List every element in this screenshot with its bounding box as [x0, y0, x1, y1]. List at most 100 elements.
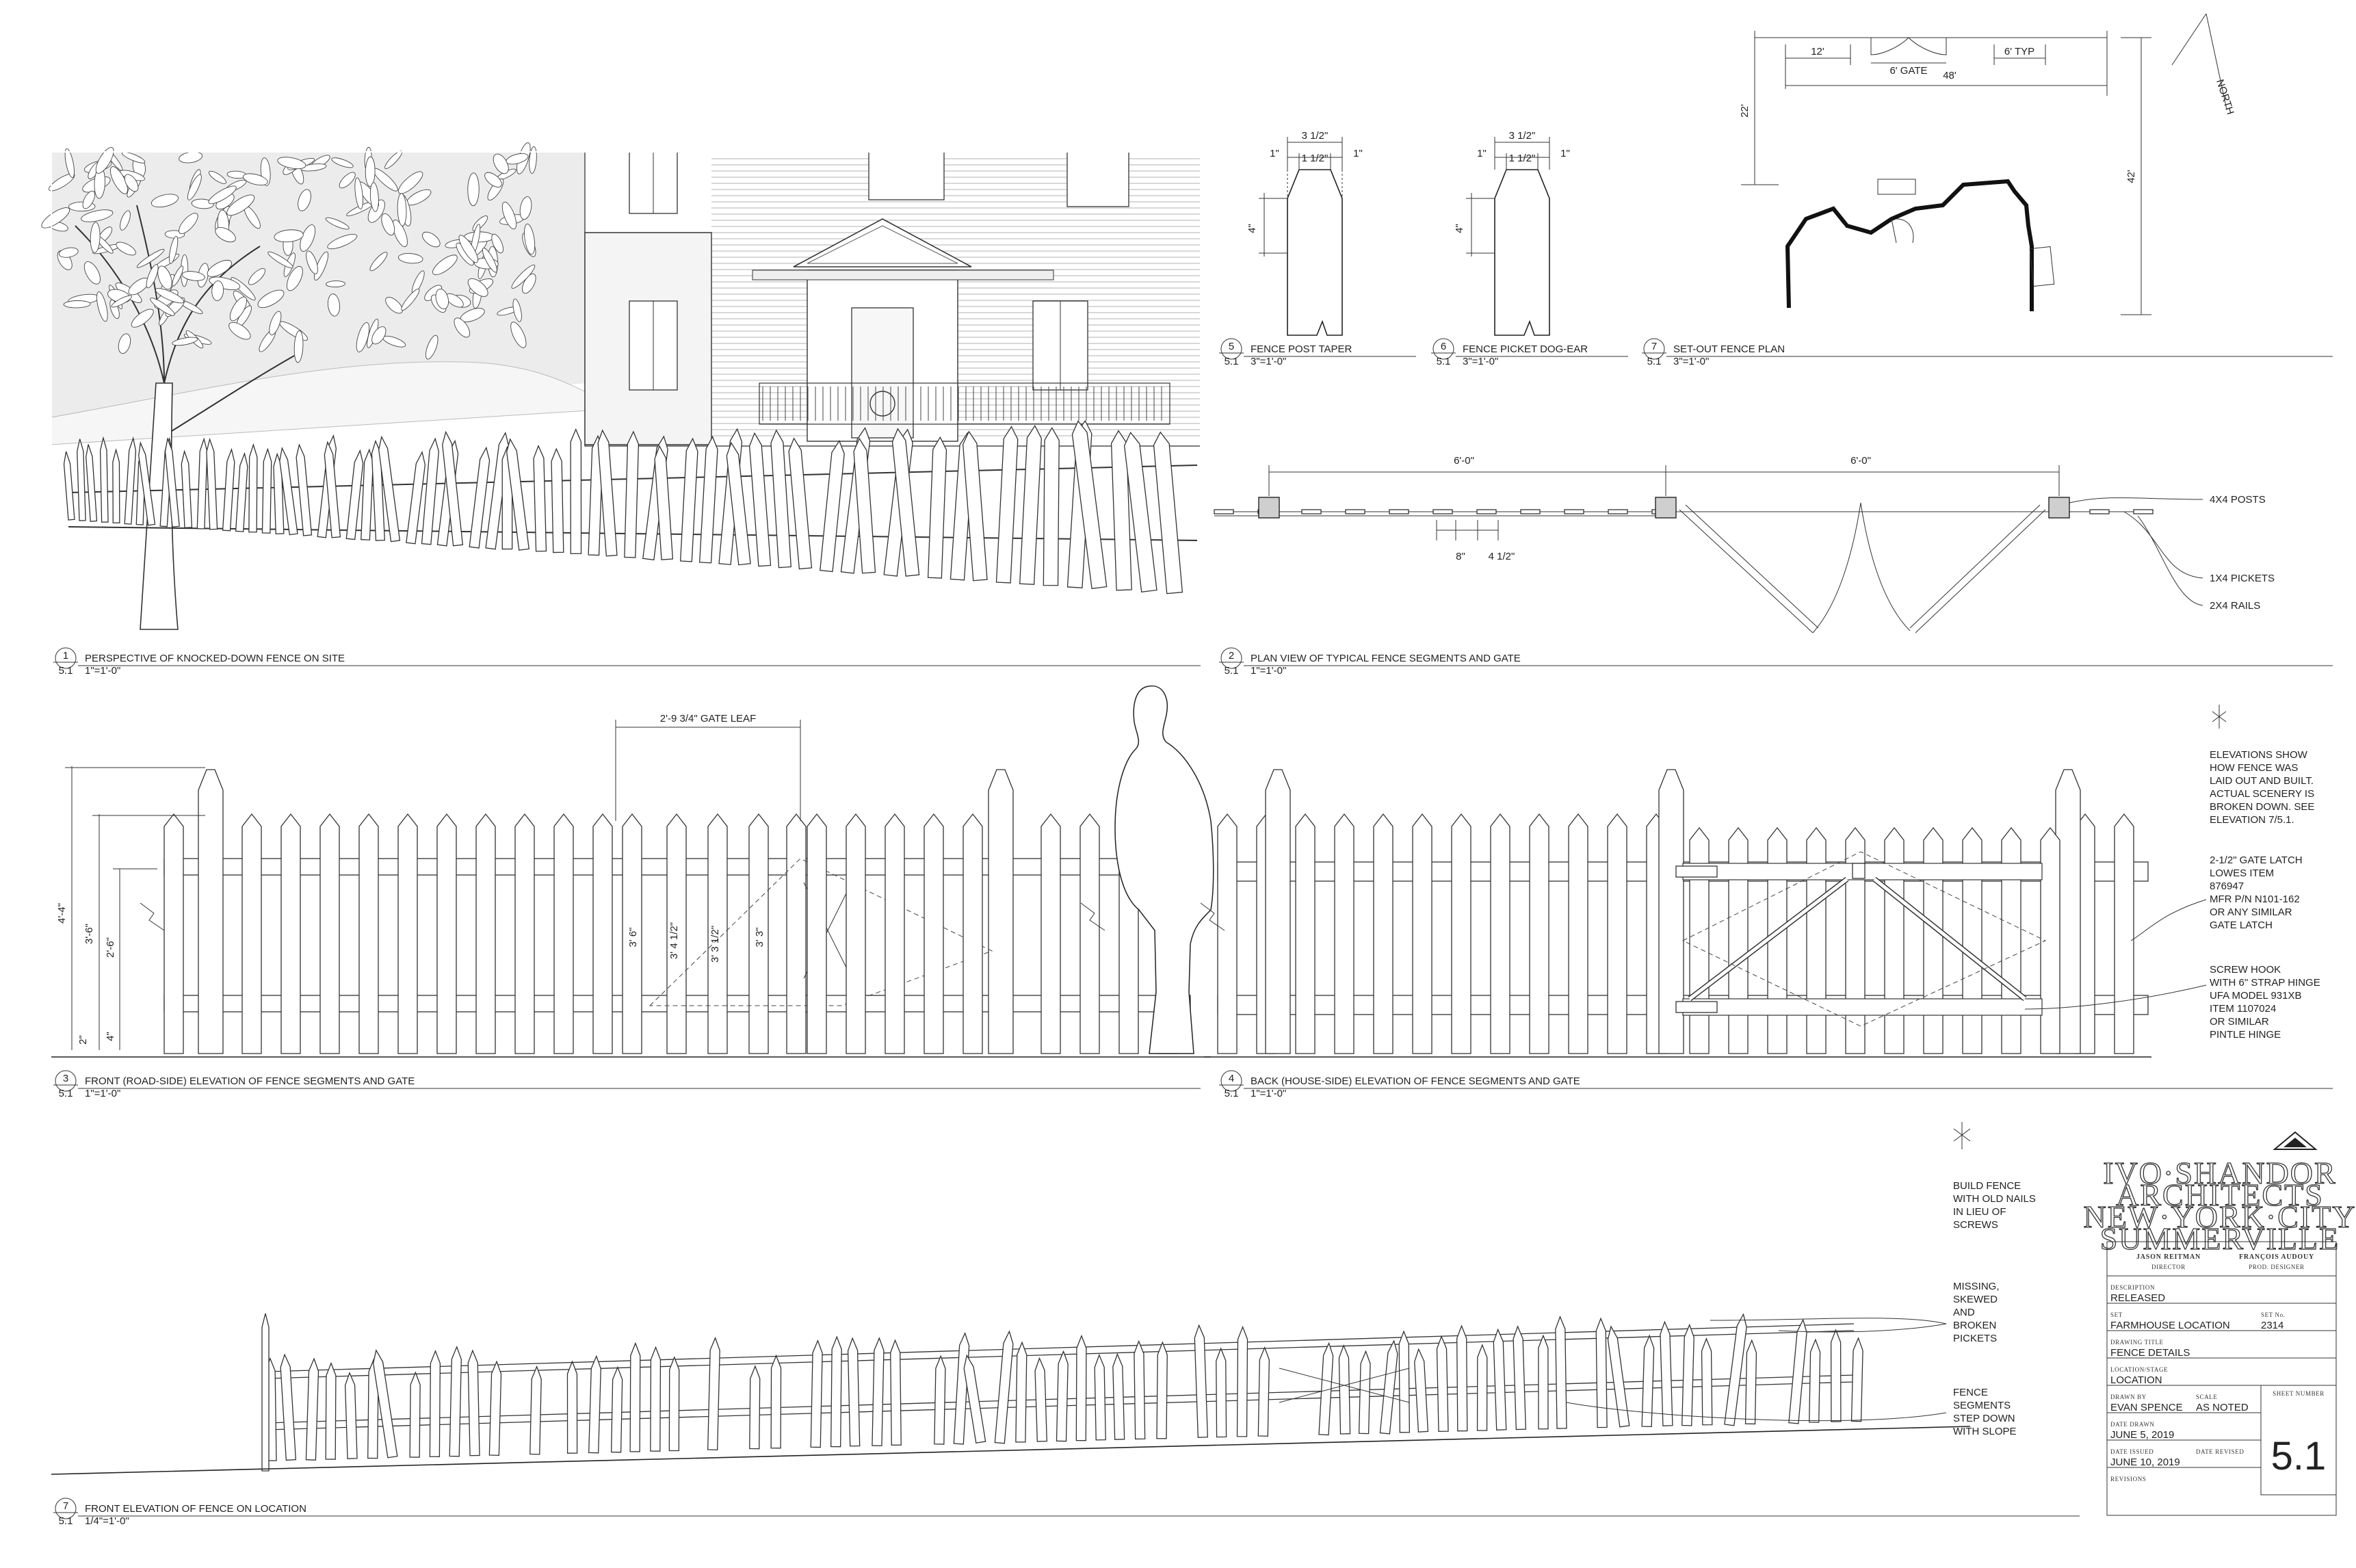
svg-text:3' 4 1/2": 3' 4 1/2"	[668, 922, 680, 959]
svg-text:MISSING,: MISSING,	[1953, 1281, 2000, 1292]
svg-text:42': 42'	[2125, 170, 2137, 183]
svg-text:3 1/2": 3 1/2"	[1509, 130, 1536, 142]
svg-text:GATE LATCH: GATE LATCH	[2210, 919, 2273, 931]
svg-text:FRONT ELEVATION OF FENCE ON LO: FRONT ELEVATION OF FENCE ON LOCATION	[85, 1503, 306, 1515]
svg-text:3 1/2": 3 1/2"	[1302, 130, 1328, 142]
svg-text:1X4 PICKETS: 1X4 PICKETS	[2210, 573, 2275, 584]
detail-post-taper: 3 1/2" 1" 1 1/2" 1" 4"	[1246, 130, 1363, 336]
svg-text:WITH SLOPE: WITH SLOPE	[1953, 1426, 2017, 1437]
svg-text:7: 7	[1651, 341, 1657, 352]
svg-text:SET-OUT FENCE PLAN: SET-OUT FENCE PLAN	[1673, 343, 1785, 355]
svg-text:FENCE DETAILS: FENCE DETAILS	[2110, 1347, 2190, 1359]
svg-text:3' 3 1/2": 3' 3 1/2"	[709, 926, 721, 963]
svg-text:1 1/2": 1 1/2"	[1509, 153, 1536, 164]
svg-text:ELEVATIONS SHOW: ELEVATIONS SHOW	[2210, 749, 2308, 761]
svg-text:PERSPECTIVE OF KNOCKED-DOWN FE: PERSPECTIVE OF KNOCKED-DOWN FENCE ON SIT…	[85, 653, 345, 664]
svg-text:2: 2	[1229, 650, 1234, 662]
svg-text:12': 12'	[1811, 46, 1824, 57]
svg-text:OR SIMILAR: OR SIMILAR	[2210, 1016, 2269, 1028]
svg-text:PROD. DESIGNER: PROD. DESIGNER	[2249, 1264, 2304, 1270]
svg-text:1"=1'-0": 1"=1'-0"	[1251, 1088, 1286, 1099]
tree-illustration	[41, 142, 537, 630]
svg-text:22': 22'	[1739, 104, 1751, 118]
svg-text:DIRECTOR: DIRECTOR	[2151, 1264, 2186, 1270]
svg-text:BACK (HOUSE-SIDE) ELEVATION OF: BACK (HOUSE-SIDE) ELEVATION OF FENCE SEG…	[1251, 1075, 1580, 1087]
svg-text:ITEM 1107024: ITEM 1107024	[2210, 1003, 2276, 1015]
caption-drawing-1: 1 5.1 PERSPECTIVE OF KNOCKED-DOWN FENCE …	[53, 647, 1201, 677]
svg-text:4 1/2": 4 1/2"	[1489, 551, 1515, 562]
svg-text:1 1/2": 1 1/2"	[1302, 153, 1328, 164]
svg-text:LAID OUT AND BUILT.: LAID OUT AND BUILT.	[2210, 775, 2314, 787]
human-scale-figure	[1114, 685, 1214, 1054]
svg-text:SCALE: SCALE	[2196, 1394, 2218, 1400]
svg-text:1": 1"	[1353, 148, 1363, 159]
svg-text:FENCE PICKET DOG-EAR: FENCE PICKET DOG-EAR	[1463, 343, 1588, 355]
svg-text:5.1: 5.1	[2271, 1434, 2327, 1478]
front-elevation-fence: 2'-9 3/4" GATE LEAF 4'-4" 3'-6" 2'-6" 4"…	[51, 685, 1214, 1058]
svg-text:SCREW HOOK: SCREW HOOK	[2210, 964, 2281, 976]
svg-text:4: 4	[1229, 1073, 1234, 1084]
svg-text:PLAN VIEW OF TYPICAL FENCE SEG: PLAN VIEW OF TYPICAL FENCE SEGMENTS AND …	[1251, 653, 1521, 664]
svg-text:IVO·SHANDOR: IVO·SHANDOR	[2103, 1155, 2336, 1190]
north-arrow-icon-2	[1953, 1122, 1971, 1149]
svg-text:SCREWS: SCREWS	[1953, 1219, 1998, 1231]
broken-fence-illustration	[63, 419, 1198, 594]
svg-text:5.1: 5.1	[59, 665, 73, 677]
svg-text:SKEWED: SKEWED	[1953, 1294, 1998, 1305]
svg-text:LOWES ITEM: LOWES ITEM	[2210, 867, 2274, 879]
svg-text:OR ANY SIMILAR: OR ANY SIMILAR	[2210, 906, 2292, 918]
svg-text:SEGMENTS: SEGMENTS	[1953, 1400, 2011, 1411]
svg-text:8": 8"	[1456, 551, 1465, 562]
svg-text:5.1: 5.1	[1225, 356, 1239, 367]
svg-text:1": 1"	[1560, 148, 1570, 159]
caption-drawing-3: 3 5.1 FRONT (ROAD-SIDE) ELEVATION OF FEN…	[53, 1070, 1201, 1099]
svg-text:NEW·YORK·CITY: NEW·YORK·CITY	[2083, 1199, 2356, 1234]
svg-text:5.1: 5.1	[1437, 356, 1451, 367]
svg-text:5.1: 5.1	[1225, 1088, 1239, 1099]
svg-text:3' 6": 3' 6"	[627, 927, 639, 947]
svg-text:1"=1'-0": 1"=1'-0"	[1251, 665, 1286, 677]
svg-text:JUNE 10, 2019: JUNE 10, 2019	[2110, 1456, 2180, 1468]
svg-text:4": 4"	[105, 1032, 116, 1041]
svg-text:JUNE 5, 2019: JUNE 5, 2019	[2110, 1429, 2174, 1441]
svg-text:6'-0": 6'-0"	[1850, 455, 1871, 467]
caption-drawing-5: 5 5.1 FENCE POST TAPER 3"=1'-0"	[1219, 338, 1416, 367]
svg-text:FARMHOUSE LOCATION: FARMHOUSE LOCATION	[2110, 1320, 2230, 1331]
svg-text:FRONT (ROAD-SIDE) ELEVATION OF: FRONT (ROAD-SIDE) ELEVATION OF FENCE SEG…	[85, 1075, 415, 1087]
detail-picket-dog-ear: 3 1/2" 1" 1 1/2" 1" 4"	[1454, 130, 1570, 336]
svg-text:1": 1"	[1477, 148, 1487, 159]
svg-text:4'-4": 4'-4"	[56, 903, 68, 924]
svg-text:BUILD FENCE: BUILD FENCE	[1953, 1180, 2021, 1192]
svg-text:5.1: 5.1	[1225, 665, 1239, 677]
title-block: IVO·SHANDOR ARCHITECTS NEW·YORK·CITY SUM…	[2083, 1131, 2356, 1516]
svg-text:DRAWN BY: DRAWN BY	[2110, 1394, 2147, 1400]
svg-text:5.1: 5.1	[59, 1088, 73, 1099]
svg-text:5: 5	[1229, 341, 1234, 352]
svg-text:FENCE POST TAPER: FENCE POST TAPER	[1251, 343, 1352, 355]
svg-text:IN LIEU OF: IN LIEU OF	[1953, 1206, 2006, 1218]
back-elevation-fence	[1200, 769, 2207, 1058]
svg-text:2'-9 3/4" GATE LEAF: 2'-9 3/4" GATE LEAF	[660, 713, 756, 724]
svg-text:PINTLE HINGE: PINTLE HINGE	[2210, 1029, 2281, 1041]
drawing-captions: 1 5.1 PERSPECTIVE OF KNOCKED-DOWN FENCE …	[53, 338, 2333, 1527]
svg-text:4": 4"	[1246, 224, 1258, 233]
svg-text:BROKEN: BROKEN	[1953, 1320, 1996, 1331]
svg-text:4X4 POSTS: 4X4 POSTS	[2210, 494, 2266, 506]
svg-text:SET No.: SET No.	[2261, 1311, 2286, 1318]
svg-text:2": 2"	[77, 1035, 89, 1045]
caption-drawing-4: 4 5.1 BACK (HOUSE-SIDE) ELEVATION OF FEN…	[1219, 1070, 2333, 1099]
svg-text:2-1/2" GATE LATCH: 2-1/2" GATE LATCH	[2210, 854, 2303, 866]
svg-text:1/4"=1'-0": 1/4"=1'-0"	[85, 1515, 129, 1527]
svg-text:MFR P/N N101-162: MFR P/N N101-162	[2210, 893, 2300, 905]
svg-text:3' 3": 3' 3"	[754, 927, 765, 947]
house-illustration	[584, 151, 1201, 447]
svg-text:7: 7	[63, 1500, 68, 1512]
svg-text:3'-6": 3'-6"	[83, 924, 95, 944]
caption-drawing-6: 6 5.1 FENCE PICKET DOG-EAR 3"=1'-0"	[1431, 338, 1628, 367]
perspective-drawing	[41, 142, 1201, 631]
